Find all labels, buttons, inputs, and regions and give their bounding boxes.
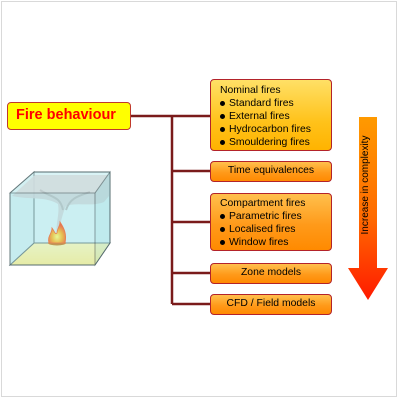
- compartment-fires-title: Compartment fires: [220, 198, 306, 209]
- complexity-arrow: [348, 117, 388, 300]
- nominal-fires-title: Nominal fires: [220, 85, 281, 96]
- bullet-icon: [220, 114, 225, 119]
- list-item: Parametric fires: [211, 210, 331, 223]
- list-item: Standard fires: [211, 97, 331, 110]
- compartment-front-glass: [9, 192, 96, 266]
- flame-icon: [48, 220, 67, 244]
- fire-behaviour-box: Fire behaviour: [7, 102, 131, 130]
- bullet-icon: [220, 127, 225, 132]
- compartment-top-glass: [8, 171, 111, 194]
- list-item: External fires: [211, 110, 331, 123]
- bullet-icon: [220, 240, 225, 245]
- compartment-illustration-icon: [8, 170, 111, 267]
- complexity-arrow-label: Increase in complexity: [360, 135, 371, 235]
- list-item: Window fires: [211, 236, 331, 249]
- zone-models-box: Zone models: [210, 263, 332, 284]
- bullet-icon: [220, 214, 225, 219]
- list-item: Smouldering fires: [211, 136, 331, 149]
- cfd-field-models-box: CFD / Field models: [210, 294, 332, 315]
- compartment-fires-list: Parametric fires Localised fires Window …: [211, 210, 331, 249]
- bullet-icon: [220, 101, 225, 106]
- list-item: Localised fires: [211, 223, 331, 236]
- time-equivalences-box: Time equivalences: [210, 161, 332, 182]
- bullet-icon: [220, 227, 225, 232]
- nominal-fires-list: Standard fires External fires Hydrocarbo…: [211, 97, 331, 149]
- nominal-fires-box: Nominal fires Standard fires External fi…: [210, 79, 332, 151]
- list-item: Hydrocarbon fires: [211, 123, 331, 136]
- bullet-icon: [220, 140, 225, 145]
- compartment-right-glass: [94, 170, 111, 267]
- compartment-fires-box: Compartment fires Parametric fires Local…: [210, 193, 332, 251]
- connector-lines: [131, 114, 210, 306]
